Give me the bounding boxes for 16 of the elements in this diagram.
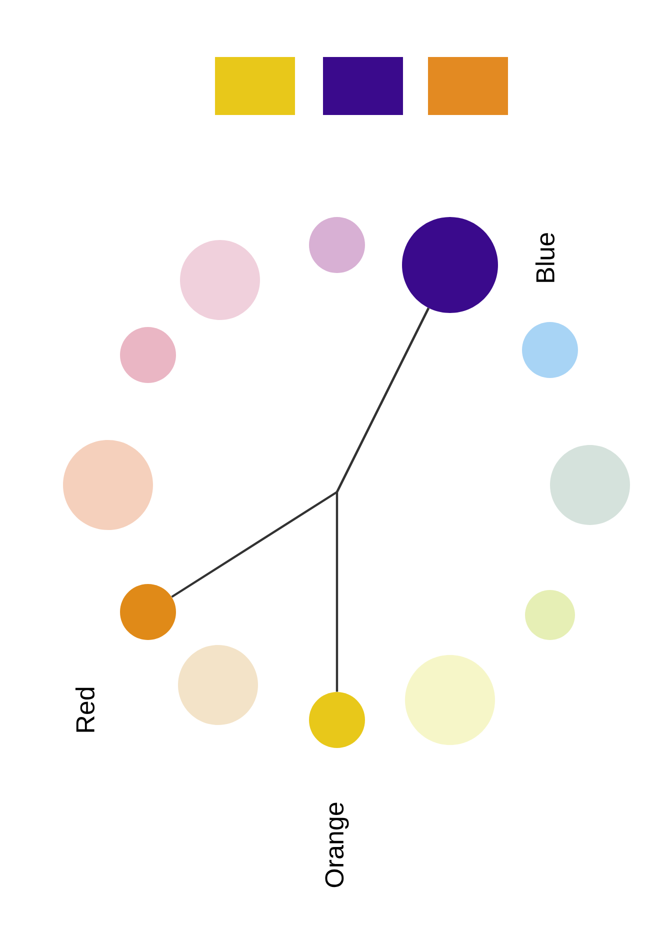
color-circle	[309, 692, 365, 748]
color-circle	[309, 217, 365, 273]
color-circle	[178, 645, 258, 725]
color-circle	[120, 584, 176, 640]
color-circle	[402, 217, 498, 313]
circle-label: Blue	[535, 233, 555, 282]
color-circle	[405, 655, 495, 745]
color-circle	[120, 327, 176, 383]
color-circle	[550, 445, 630, 525]
color-circle	[180, 240, 260, 320]
circle-label: Orange	[325, 802, 349, 888]
circle-label: Red	[75, 688, 95, 732]
color-circle	[63, 440, 153, 530]
color-circle	[522, 322, 578, 378]
connector-line	[336, 308, 430, 692]
color-circle	[525, 590, 575, 640]
